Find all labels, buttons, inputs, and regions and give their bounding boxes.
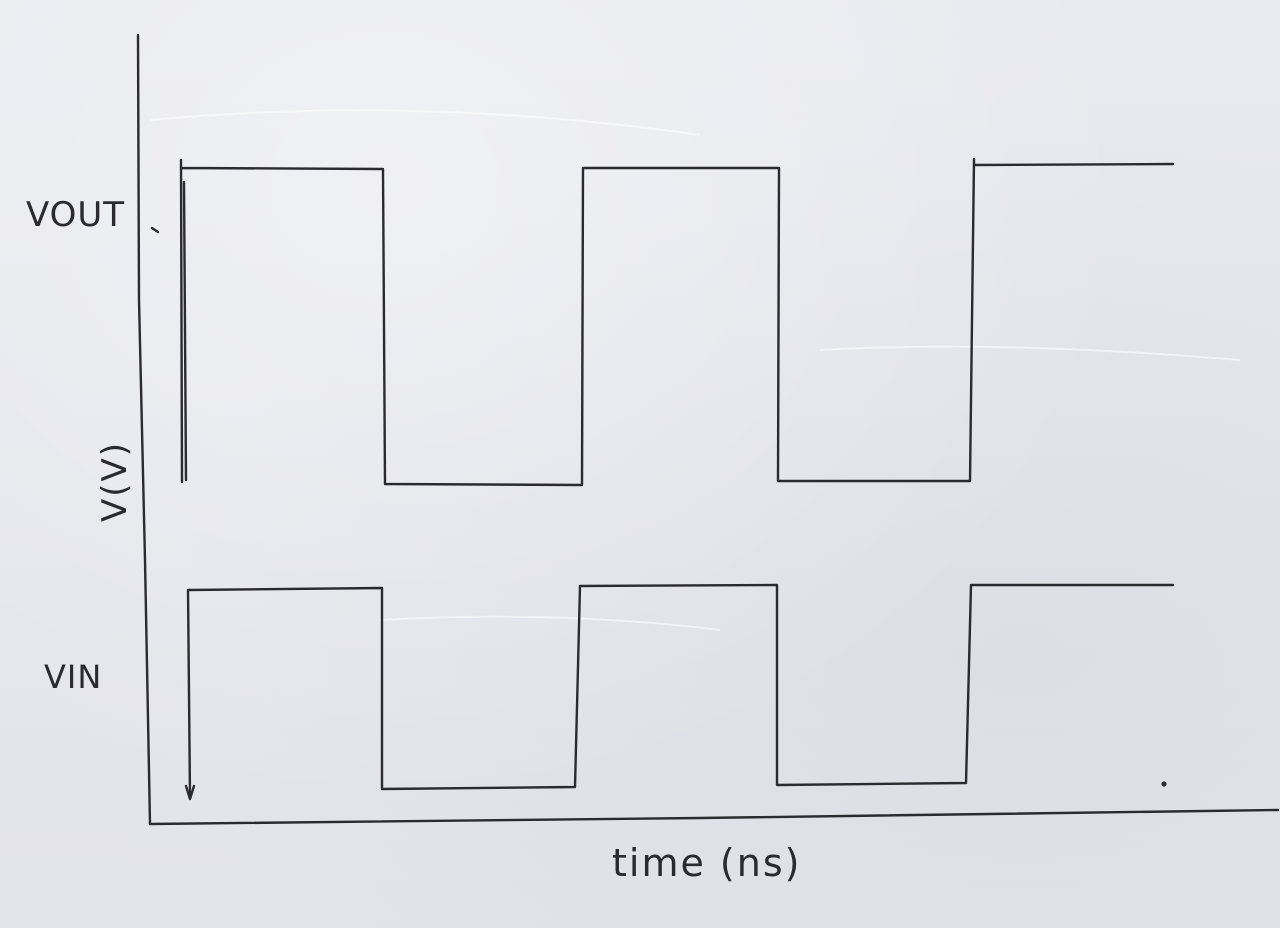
pen-dot [1161, 781, 1167, 787]
paper-crease [819, 345, 1241, 361]
x-axis-line [148, 808, 1280, 826]
y-axis-title: V(V) [95, 441, 135, 522]
vout-waveform [179, 157, 1175, 487]
vin-label: VIN [44, 658, 102, 696]
y-axis-line [136, 33, 152, 826]
vout-label: VOUT [26, 195, 125, 235]
vout-start-marker [150, 180, 188, 482]
paper-crease [379, 615, 721, 631]
vin-start-arrow [184, 784, 196, 801]
vin-waveform [186, 583, 1175, 799]
paper-crease [149, 109, 701, 136]
x-axis-title: time (ns) [612, 841, 801, 885]
